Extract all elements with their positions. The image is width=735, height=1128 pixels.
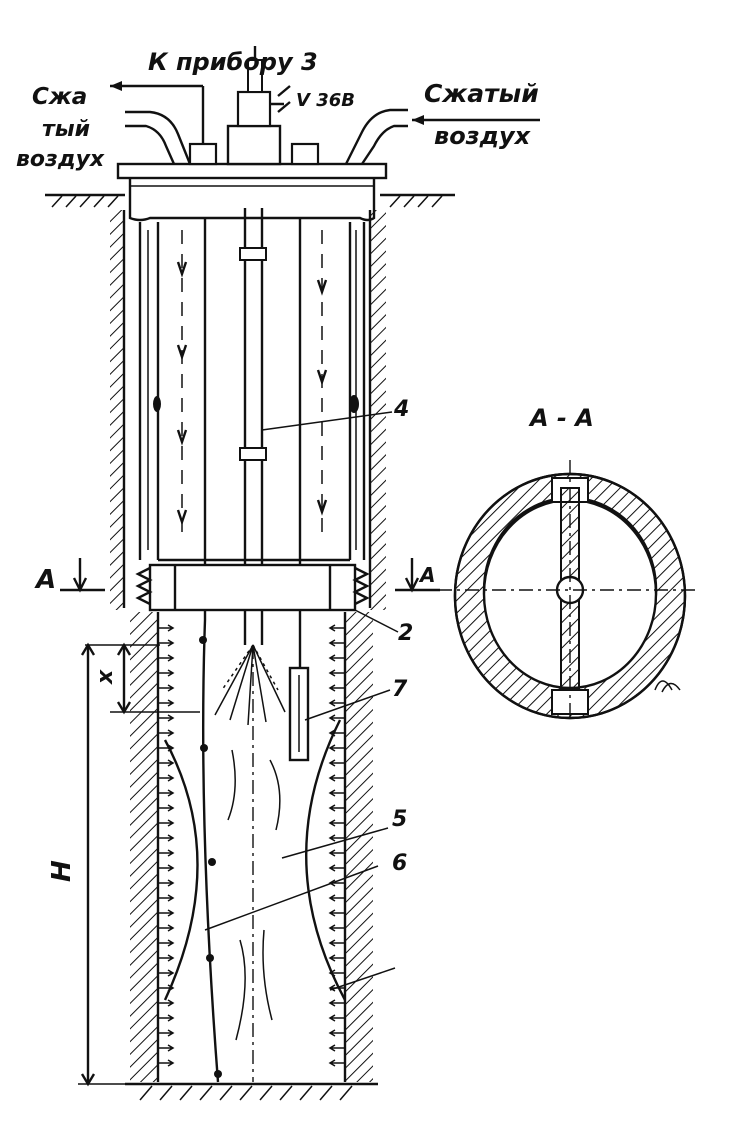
- borehole-wall-left-upper: [110, 210, 126, 610]
- callout-7: 7: [392, 677, 408, 702]
- heat-arrow-left: [158, 1014, 175, 1022]
- heat-arrow-left: [158, 969, 175, 977]
- label-voltage: V 36В: [296, 90, 355, 111]
- heat-arrow-left: [158, 909, 175, 917]
- heat-arrow-left: [158, 774, 175, 782]
- heat-arrow-right: [328, 699, 345, 707]
- heat-arrow-left: [158, 669, 175, 677]
- section-title: А - А: [528, 404, 594, 432]
- callout-6: 6: [392, 851, 407, 876]
- heat-arrow-right: [328, 834, 345, 842]
- heat-arrow-right: [328, 864, 345, 872]
- spray-cone: [214, 644, 286, 726]
- borehole-wall-right-upper: [368, 210, 386, 610]
- heat-arrow-left: [158, 1029, 175, 1037]
- heat-arrow-left: [158, 804, 175, 812]
- callout-2: 2: [398, 621, 413, 646]
- dim-x-label: x: [93, 669, 118, 685]
- heat-arrow-right: [328, 789, 345, 797]
- heat-arrow-right: [328, 909, 345, 917]
- section-marker-A-left: А: [34, 558, 105, 595]
- dim-H-label: Н: [47, 860, 77, 882]
- callouts: [204, 411, 399, 991]
- heat-arrow-right: [328, 894, 345, 902]
- top-flange: [116, 162, 388, 222]
- heat-arrow-left: [158, 1059, 175, 1067]
- heat-arrow-right: [328, 744, 345, 752]
- heat-arrow-left: [158, 1044, 175, 1052]
- heat-arrow-right: [328, 819, 345, 827]
- label-air-left-3: воздух: [16, 147, 105, 172]
- heat-arrow-right: [328, 1044, 345, 1052]
- heat-arrow-right: [328, 804, 345, 812]
- heat-arrow-left: [158, 684, 175, 692]
- heat-arrow-right: [328, 759, 345, 767]
- heat-arrow-right: [328, 639, 345, 647]
- heat-arrow-right: [328, 939, 345, 947]
- heat-arrow-left: [158, 954, 175, 962]
- sensor-7: [288, 620, 310, 762]
- callout-5: 5: [392, 807, 407, 832]
- heat-arrow-left: [158, 999, 175, 1007]
- heat-arrow-right: [328, 1059, 345, 1067]
- heat-arrow-right: [328, 669, 345, 677]
- heat-arrow-right: [328, 1014, 345, 1022]
- section-A-A: [438, 460, 700, 720]
- heat-arrow-left: [158, 864, 175, 872]
- heat-arrow-left: [158, 729, 175, 737]
- heat-arrow-right: [328, 624, 345, 632]
- dimension-x: x: [85, 642, 200, 715]
- threaded-ring: [135, 563, 370, 612]
- heat-arrow-left: [158, 819, 175, 827]
- heat-arrow-right: [328, 684, 345, 692]
- heat-arrow-left: [158, 894, 175, 902]
- heat-arrow-right: [328, 774, 345, 782]
- ground-surface: [45, 193, 455, 208]
- heat-arrows-right: [328, 624, 345, 1067]
- air-inlet-pipe-left: [125, 110, 192, 165]
- air-inlet-pipe-right: [344, 108, 408, 165]
- dimension-H: Н: [47, 642, 130, 1087]
- heat-arrow-right: [328, 954, 345, 962]
- section-mark-left: А: [34, 565, 56, 595]
- thermocouple-wire: [199, 619, 222, 1083]
- heat-arrow-right: [328, 714, 345, 722]
- section-marker-A-right: А: [395, 558, 440, 593]
- heat-arrow-left: [158, 624, 175, 632]
- heat-arrow-left: [158, 939, 175, 947]
- label-to-device: К прибору 3: [148, 48, 318, 76]
- heat-arrow-left: [158, 924, 175, 932]
- label-air-left-1: Сжа: [32, 84, 87, 110]
- heat-arrow-left: [158, 714, 175, 722]
- label-air-right-1: Сжатый: [424, 79, 539, 108]
- label-air-left-2: тый: [42, 117, 90, 142]
- heat-arrow-right: [328, 654, 345, 662]
- flame-zone: [163, 645, 347, 1082]
- heat-arrow-left: [158, 759, 175, 767]
- heat-arrow-right: [328, 849, 345, 857]
- heat-arrow-left: [158, 849, 175, 857]
- section-mark-right: А: [418, 563, 435, 587]
- heat-arrow-left: [158, 789, 175, 797]
- heat-arrow-left: [158, 879, 175, 887]
- lid-fittings: [188, 46, 320, 166]
- heat-arrow-left: [158, 834, 175, 842]
- heat-arrow-right: [328, 924, 345, 932]
- heat-arrow-left: [158, 654, 175, 662]
- heat-arrow-right: [328, 1029, 345, 1037]
- air-flow-arrows: [110, 81, 540, 144]
- heater-wall-details: [153, 395, 359, 413]
- label-air-right-2: воздух: [434, 122, 532, 150]
- heat-arrow-left: [158, 639, 175, 647]
- heater-body: [138, 222, 366, 562]
- borehole-lower: [125, 612, 378, 1101]
- down-flow-lines: [176, 218, 328, 620]
- callout-4: 4: [393, 397, 409, 422]
- heat-arrow-left: [158, 699, 175, 707]
- heat-arrow-right: [328, 999, 345, 1007]
